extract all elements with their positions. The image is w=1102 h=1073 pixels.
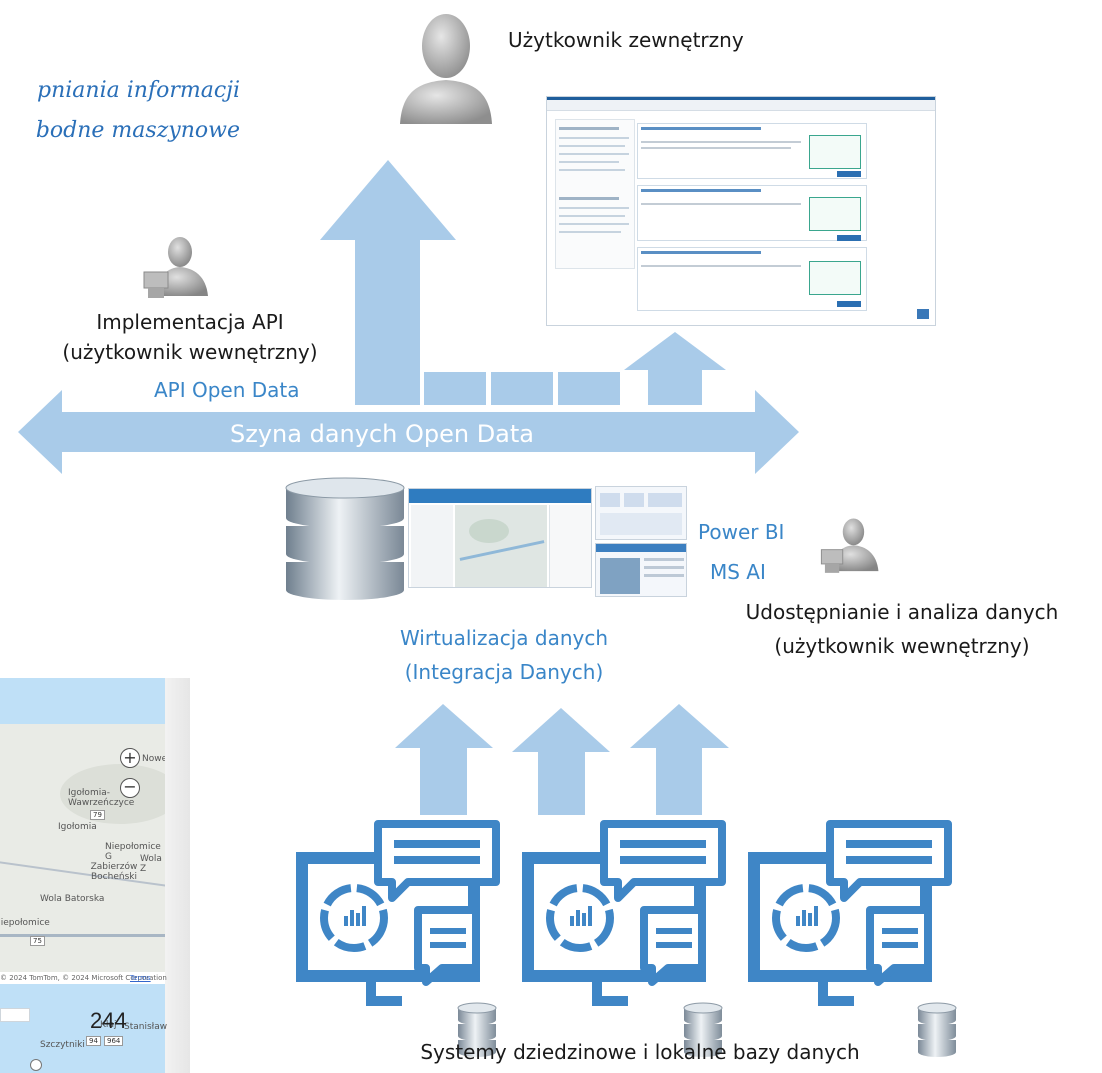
power-bi-label: Power BI bbox=[698, 520, 785, 544]
up-arrow-system-2 bbox=[512, 708, 610, 815]
zoom-out-button[interactable]: − bbox=[120, 778, 140, 798]
up-arrow-system-1 bbox=[395, 704, 493, 815]
intro-text-line2: bodne maszynowe bbox=[35, 118, 240, 143]
api-block-3 bbox=[558, 372, 620, 405]
virtualization-line2: (Integracja Danych) bbox=[404, 660, 604, 684]
up-arrow-main bbox=[320, 160, 456, 405]
virtualization-line1: Wirtualizacja danych bbox=[399, 626, 609, 650]
api-block-1 bbox=[424, 372, 486, 405]
system-icon-1 bbox=[302, 824, 496, 1006]
zoom-in-button[interactable]: + bbox=[120, 748, 140, 768]
intro-text-line1: pniania informacji bbox=[37, 78, 240, 103]
map-place-wola-z: Wola Z bbox=[140, 854, 162, 874]
systems-label: Systemy dziedzinowe i lokalne bazy danyc… bbox=[420, 1040, 860, 1064]
map-place-nowe: Nowe bbox=[142, 754, 165, 764]
bus-label: Szyna danych Open Data bbox=[230, 420, 535, 448]
map-terms-link[interactable]: Terms bbox=[130, 974, 151, 982]
map-place-igolomia-wawrz: Igołomia-Wawrzeńczyce bbox=[68, 788, 135, 808]
power-bi-screenshot-1 bbox=[595, 486, 687, 540]
sharing-line2: (użytkownik wewnętrzny) bbox=[774, 634, 1030, 658]
system-icon-3 bbox=[754, 824, 948, 1006]
up-arrow-small bbox=[624, 332, 726, 405]
external-user-label: Użytkownik zewnętrzny bbox=[508, 28, 744, 52]
bus-arrow bbox=[18, 390, 799, 474]
external-user-icon bbox=[400, 14, 492, 124]
kpi-value: 244 bbox=[90, 1008, 127, 1033]
system-icon-2 bbox=[528, 824, 722, 1006]
map-place-klaj: Kłaj bbox=[100, 1020, 117, 1030]
map-place-zabierzow: Zabierzów Bocheński bbox=[90, 862, 138, 882]
api-open-data-label: API Open Data bbox=[154, 378, 300, 402]
slider-handle[interactable] bbox=[30, 1059, 42, 1071]
map-place-szczytniki: Szczytniki bbox=[40, 1040, 85, 1050]
api-impl-line1: Implementacja API bbox=[96, 310, 284, 334]
up-arrow-system-3 bbox=[630, 704, 729, 815]
map-area: Nowe Igołomia-Wawrzeńczyce Igołomia 79 N… bbox=[0, 724, 165, 972]
map-road-964: 964 bbox=[104, 1036, 124, 1046]
map-place-stanislaw: Stanisław bbox=[124, 1022, 168, 1032]
map-attribution: © 2024 TomTom, © 2024 Microsoft Corporat… bbox=[0, 974, 167, 982]
open-data-portal-screenshot bbox=[546, 96, 936, 326]
map-road-94: 94 bbox=[86, 1036, 101, 1046]
integration-dashboard-screenshot bbox=[408, 488, 592, 588]
sharing-line1: Udostępnianie i analiza danych bbox=[745, 600, 1059, 624]
map-place-igolomia: Igołomia bbox=[58, 822, 97, 832]
api-block-2 bbox=[491, 372, 553, 405]
data-analyst-icon bbox=[820, 518, 879, 573]
map-place-niepolomice-g: Niepołomice G bbox=[105, 842, 161, 862]
api-implementer-icon bbox=[143, 237, 208, 298]
map-place-wola-batorska: Wola Batorska bbox=[40, 894, 105, 904]
ms-ai-label: MS AI bbox=[710, 560, 766, 584]
power-bi-screenshot-2 bbox=[595, 543, 687, 597]
virtualization-database-icon bbox=[285, 477, 405, 600]
api-impl-line2: (użytkownik wewnętrzny) bbox=[62, 340, 318, 364]
map-panel-partial: Nowe Igołomia-Wawrzeńczyce Igołomia 79 N… bbox=[0, 678, 190, 1073]
map-road-75: 75 bbox=[30, 936, 45, 946]
map-place-niepolomice: Niepołomice bbox=[0, 918, 50, 928]
map-road-79: 79 bbox=[90, 810, 105, 820]
